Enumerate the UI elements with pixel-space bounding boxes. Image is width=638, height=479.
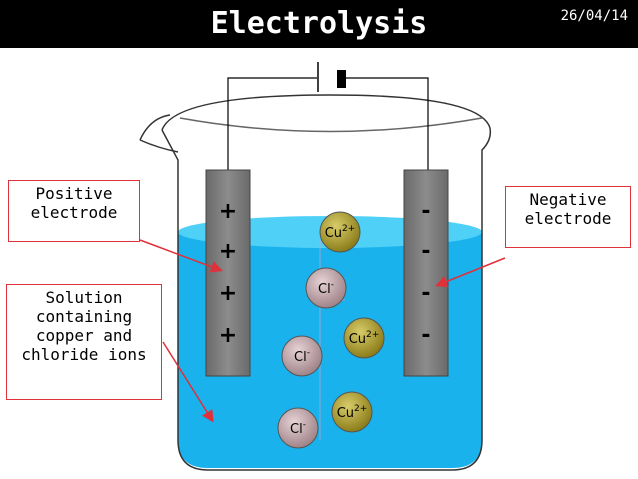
- solution-arrow: [162, 341, 214, 423]
- negative-sign: -: [421, 199, 430, 224]
- positive-sign: +: [219, 281, 237, 306]
- battery-symbol: [317, 62, 346, 92]
- solution-label-line-4: chloride ions: [21, 345, 147, 364]
- title-bar: Electrolysis 26/04/14: [0, 0, 638, 48]
- negative-electrode-label: Negative electrode: [505, 186, 631, 248]
- ions-group: Cu2+ Cl- Cu2+ Cl- Cu2+ Cl-: [277, 211, 385, 449]
- negative-arrow: [435, 257, 506, 288]
- copper-ion: Cu2+: [343, 317, 385, 359]
- solution-label-line-2: containing: [35, 307, 133, 326]
- positive-label-line-1: Positive: [35, 184, 113, 203]
- negative-sign: -: [421, 281, 430, 306]
- solution-label-line-1: Solution: [45, 288, 123, 307]
- negative-electrode: [403, 169, 449, 377]
- chloride-ion: Cl-: [305, 267, 347, 309]
- ion-label: Cl-: [290, 420, 306, 437]
- beaker: [139, 94, 492, 471]
- positive-electrode: [205, 169, 251, 377]
- negative-label-line-1: Negative: [529, 190, 607, 209]
- date-label: 26/04/14: [560, 8, 628, 24]
- negative-sign: -: [421, 239, 430, 264]
- copper-ion: Cu2+: [319, 211, 361, 253]
- copper-ion: Cu2+: [331, 391, 373, 433]
- positive-sign: +: [219, 323, 237, 348]
- page-title: Electrolysis: [210, 6, 428, 41]
- positive-arrow: [139, 239, 223, 273]
- negative-label-line-2: electrode: [524, 209, 612, 228]
- negative-sign: -: [421, 323, 430, 348]
- positive-sign: +: [219, 199, 237, 224]
- solution-label-line-3: copper and: [35, 326, 133, 345]
- negative-signs: - - - -: [421, 199, 430, 348]
- ion-label: Cl-: [318, 280, 334, 297]
- positive-label-line-2: electrode: [30, 203, 118, 222]
- positive-signs: + + + +: [219, 199, 237, 348]
- chloride-ion: Cl-: [277, 407, 319, 449]
- circuit-wires: [227, 77, 429, 172]
- label-arrows: [139, 239, 506, 423]
- chloride-ion: Cl-: [281, 335, 323, 377]
- solution-label: Solution containing copper and chloride …: [6, 284, 162, 400]
- ion-label: Cl-: [294, 348, 310, 365]
- positive-electrode-label: Positive electrode: [8, 180, 140, 242]
- positive-sign: +: [219, 239, 237, 264]
